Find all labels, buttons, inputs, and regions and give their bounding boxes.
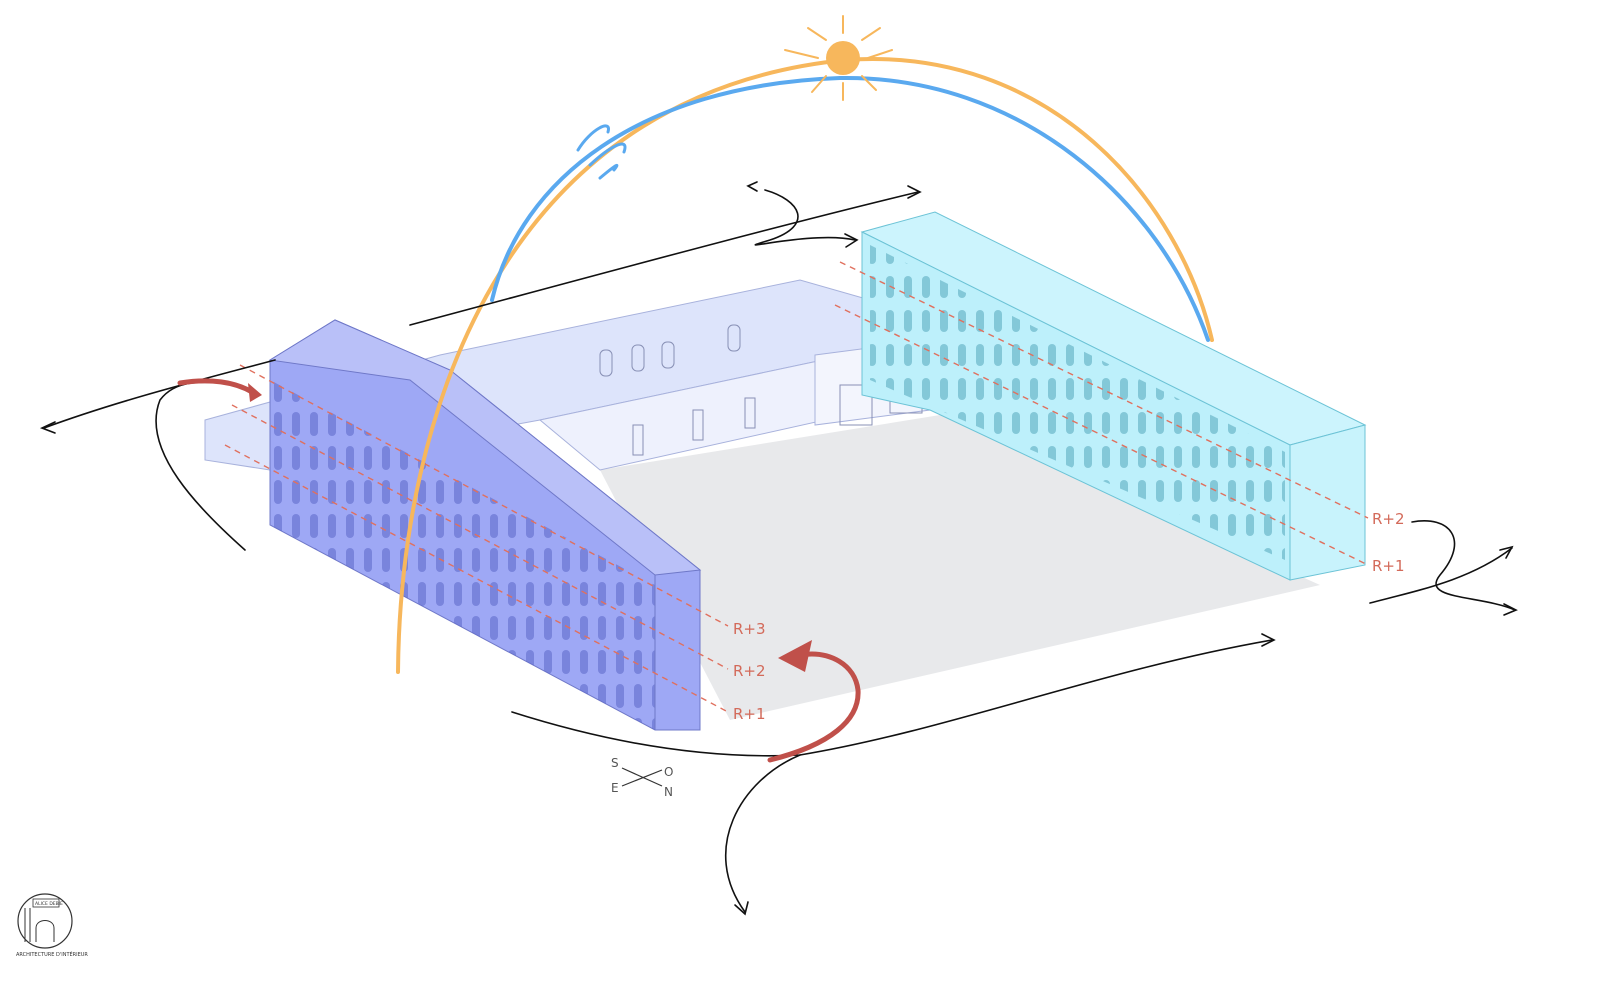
- compass-rose: S O E N: [611, 756, 673, 799]
- airflow-arrows: [39, 181, 1518, 916]
- compass-east: E: [611, 781, 619, 795]
- sun-path: [396, 56, 1214, 674]
- level-label-left-r1: R+1: [733, 705, 766, 723]
- compass-west: O: [664, 765, 673, 779]
- level-label-left-r3: R+3: [733, 620, 766, 638]
- level-label-left-r2: R+2: [733, 662, 766, 680]
- circulation-arrows: [177, 378, 861, 763]
- right-building: [860, 211, 1367, 581]
- studio-logo: ALICE DEBIE ARCHITECTURE D'INTÉRIEUR: [16, 893, 88, 958]
- courtyard-ground: [600, 415, 1320, 720]
- level-label-right-r2: R+2: [1372, 510, 1405, 528]
- logo-tag: ALICE DEBIE: [35, 901, 63, 907]
- compass-south: S: [611, 756, 619, 770]
- left-building: [268, 319, 702, 731]
- sun-icon: [784, 15, 893, 101]
- logo-caption: ARCHITECTURE D'INTÉRIEUR: [16, 950, 88, 958]
- wind-path: [490, 75, 1210, 342]
- level-label-right-r1: R+1: [1372, 557, 1405, 575]
- compass-north: N: [664, 785, 673, 799]
- wind-icon: [576, 124, 627, 180]
- level-lines: [224, 261, 1369, 713]
- circulation-arrowhead-center: [778, 640, 812, 672]
- circulation-arrowhead-left: [248, 383, 262, 402]
